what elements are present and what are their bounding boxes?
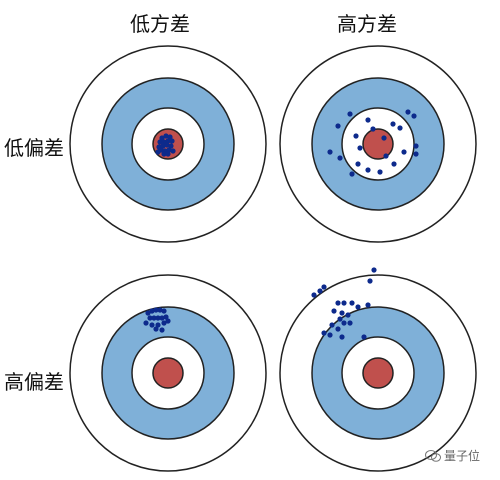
shot-dot — [341, 320, 347, 326]
shot-dot — [159, 327, 165, 333]
shot-dot — [317, 288, 323, 294]
shot-dot — [329, 322, 335, 328]
shot-dot — [405, 109, 411, 115]
bullseye — [152, 357, 184, 389]
shot-dot — [397, 125, 403, 131]
shot-dot — [411, 113, 417, 119]
shot-dot — [163, 133, 169, 139]
bullseye — [362, 357, 394, 389]
shot-dot — [355, 161, 361, 167]
shot-dot — [383, 153, 389, 159]
shot-dot — [337, 316, 343, 322]
shot-dot — [169, 138, 175, 144]
shot-dot — [335, 326, 341, 332]
row-label-low-bias: 低偏差 — [4, 136, 64, 160]
shot-dot — [159, 135, 165, 141]
shot-dot — [355, 304, 361, 310]
shot-dot — [161, 320, 167, 326]
shot-dot — [161, 151, 167, 157]
shot-dot — [165, 151, 171, 157]
shot-dot — [335, 300, 341, 306]
shot-dot — [413, 151, 419, 157]
watermark: 量子位 — [425, 447, 480, 464]
shot-dot — [155, 315, 161, 321]
row-label-high-bias: 高偏差 — [4, 370, 64, 394]
bullseye — [362, 128, 394, 160]
shot-dot — [164, 142, 170, 148]
shot-dot — [311, 292, 317, 298]
shot-dot — [149, 322, 155, 328]
column-label-low-variance: 低方差 — [130, 12, 190, 36]
shot-dot — [159, 315, 165, 321]
target-low-bias-low-variance — [69, 45, 267, 243]
shot-dot — [381, 135, 387, 141]
shot-dot — [167, 134, 173, 140]
shot-dot — [327, 332, 333, 338]
shot-dot — [339, 310, 345, 316]
shot-dot — [341, 300, 347, 306]
shot-dot — [401, 149, 407, 155]
shot-dot — [155, 149, 161, 155]
target-low-bias-high-variance — [279, 45, 477, 243]
wechat-icon — [425, 449, 441, 462]
shot-dot — [151, 315, 157, 321]
shot-dot — [153, 307, 159, 313]
shot-dot — [157, 307, 163, 313]
shot-dot — [365, 167, 371, 173]
shot-dot — [143, 320, 149, 326]
shot-dot — [367, 278, 373, 284]
shot-dot — [170, 148, 176, 154]
shot-dot — [327, 149, 333, 155]
shot-dot — [349, 300, 355, 306]
column-label-high-variance: 高方差 — [337, 12, 397, 36]
shot-dot — [357, 145, 363, 151]
shot-dot — [160, 143, 166, 149]
shot-dot — [147, 315, 153, 321]
shot-dot — [165, 138, 171, 144]
shot-dot — [370, 126, 376, 132]
shot-dot — [413, 143, 419, 149]
shot-dot — [145, 310, 151, 316]
shot-dot — [155, 322, 161, 328]
shot-dot — [345, 312, 351, 318]
shot-dot — [390, 121, 396, 127]
shot-dot — [365, 117, 371, 123]
shot-dot — [157, 139, 163, 145]
shot-dot — [365, 302, 371, 308]
shot-dot — [337, 155, 343, 161]
shot-dot — [349, 171, 355, 177]
shot-dot — [377, 169, 383, 175]
target-high-bias-high-variance — [279, 267, 477, 472]
shot-dot — [361, 334, 367, 340]
shot-dot — [153, 326, 159, 332]
shot-dot — [353, 133, 359, 139]
shot-dot — [391, 161, 397, 167]
shot-dot — [149, 308, 155, 314]
shot-dot — [321, 284, 327, 290]
shot-dot — [331, 308, 337, 314]
shot-dot — [168, 143, 174, 149]
watermark-text: 量子位 — [444, 449, 481, 463]
shot-dot — [166, 147, 172, 153]
target-high-bias-low-variance — [69, 274, 267, 472]
shot-dot — [161, 308, 167, 314]
shot-dot — [321, 330, 327, 336]
shot-dot — [339, 334, 345, 340]
shot-dot — [347, 320, 353, 326]
shot-dot — [163, 314, 169, 320]
shot-dot — [165, 318, 171, 324]
shot-dot — [335, 123, 341, 129]
shot-dot — [347, 111, 353, 117]
shot-dot — [371, 267, 377, 273]
